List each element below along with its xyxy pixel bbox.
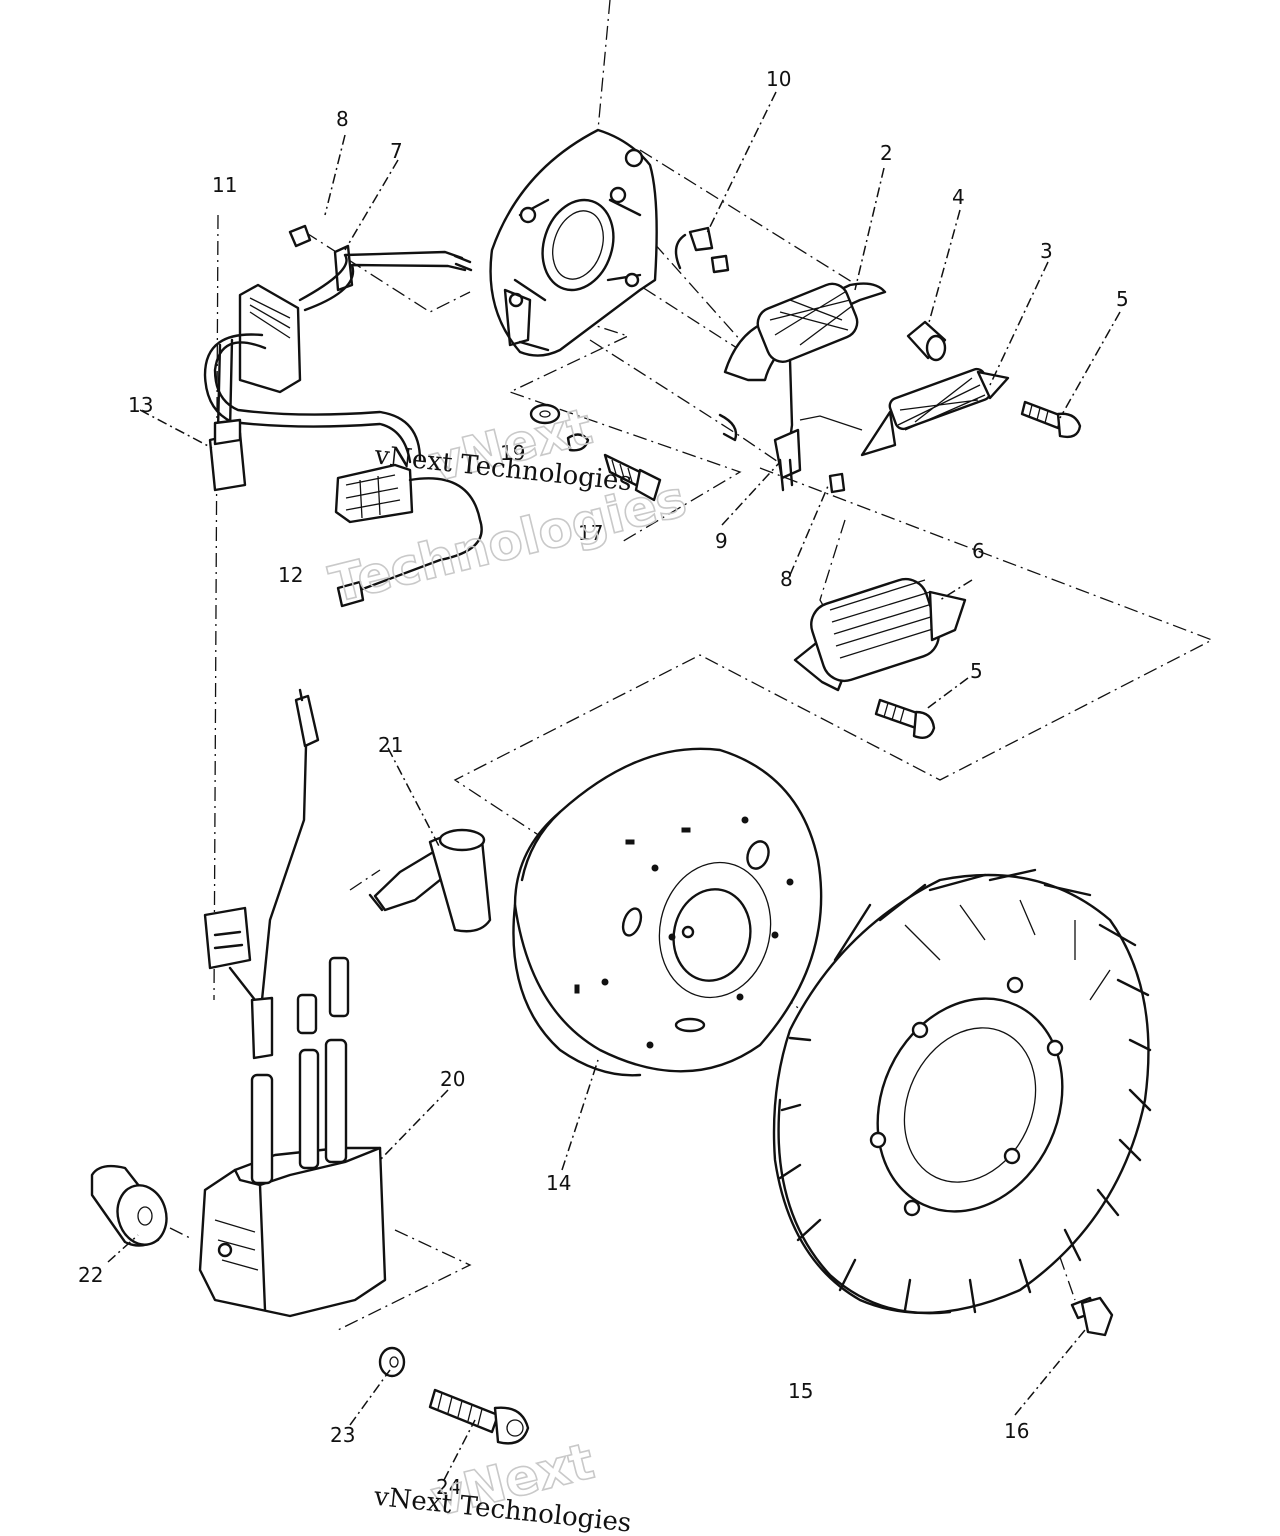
callout-14: 14 bbox=[546, 1171, 571, 1195]
callout-5-upper: 5 bbox=[1116, 287, 1129, 311]
screw-5-upper bbox=[1020, 400, 1082, 439]
flywheel-rotor bbox=[512, 747, 823, 1077]
callout-13: 13 bbox=[128, 393, 153, 417]
callout-10: 10 bbox=[766, 67, 791, 91]
fan-bolt bbox=[1070, 1296, 1114, 1337]
stator-base-plate bbox=[489, 128, 658, 357]
callout-11: 11 bbox=[212, 173, 237, 197]
callout-17: 17 bbox=[578, 521, 603, 545]
callout-3: 3 bbox=[1040, 239, 1053, 263]
callout-2: 2 bbox=[880, 141, 893, 165]
callout-labels: 10 2 4 3 5 8 7 11 13 19 17 9 8 12 6 5 21… bbox=[78, 67, 1129, 1499]
callout-5-lower: 5 bbox=[970, 659, 983, 683]
callout-6: 6 bbox=[972, 539, 985, 563]
wiring-harness bbox=[203, 250, 473, 492]
callout-8-lower: 8 bbox=[780, 567, 793, 591]
callout-4: 4 bbox=[952, 185, 965, 209]
watermark-lower: vNext vNext Technologies bbox=[372, 1431, 633, 1536]
washer-nut-screw-group bbox=[529, 403, 662, 502]
spark-plug-cap bbox=[368, 828, 492, 933]
mounting-bolt bbox=[428, 1388, 530, 1445]
callout-7: 7 bbox=[390, 139, 403, 163]
callout-leader-lines bbox=[107, 91, 1121, 1481]
callout-23: 23 bbox=[330, 1423, 355, 1447]
callout-9: 9 bbox=[715, 529, 728, 553]
lead-connector bbox=[334, 463, 483, 608]
callout-12: 12 bbox=[278, 563, 303, 587]
pulser-coil bbox=[799, 367, 1010, 457]
callout-15: 15 bbox=[788, 1379, 813, 1403]
callout-20: 20 bbox=[440, 1067, 465, 1091]
rubber-cap bbox=[90, 1164, 168, 1247]
lighting-coil bbox=[793, 577, 967, 692]
charge-coil bbox=[723, 282, 887, 442]
cooling-fan bbox=[772, 868, 1152, 1315]
collar-spacer bbox=[906, 320, 947, 362]
callout-8-upper: 8 bbox=[336, 107, 349, 131]
callout-22: 22 bbox=[78, 1263, 103, 1287]
ignition-lead-wire bbox=[203, 688, 320, 1060]
callout-16: 16 bbox=[1004, 1419, 1029, 1443]
cdi-unit bbox=[198, 956, 387, 1318]
lock-washer bbox=[378, 1346, 406, 1378]
callout-21: 21 bbox=[378, 733, 403, 757]
callout-19: 19 bbox=[500, 441, 525, 465]
callout-24: 24 bbox=[436, 1475, 461, 1499]
wire-clamp-and-screws bbox=[288, 224, 846, 494]
screw-5-lower bbox=[874, 698, 936, 739]
